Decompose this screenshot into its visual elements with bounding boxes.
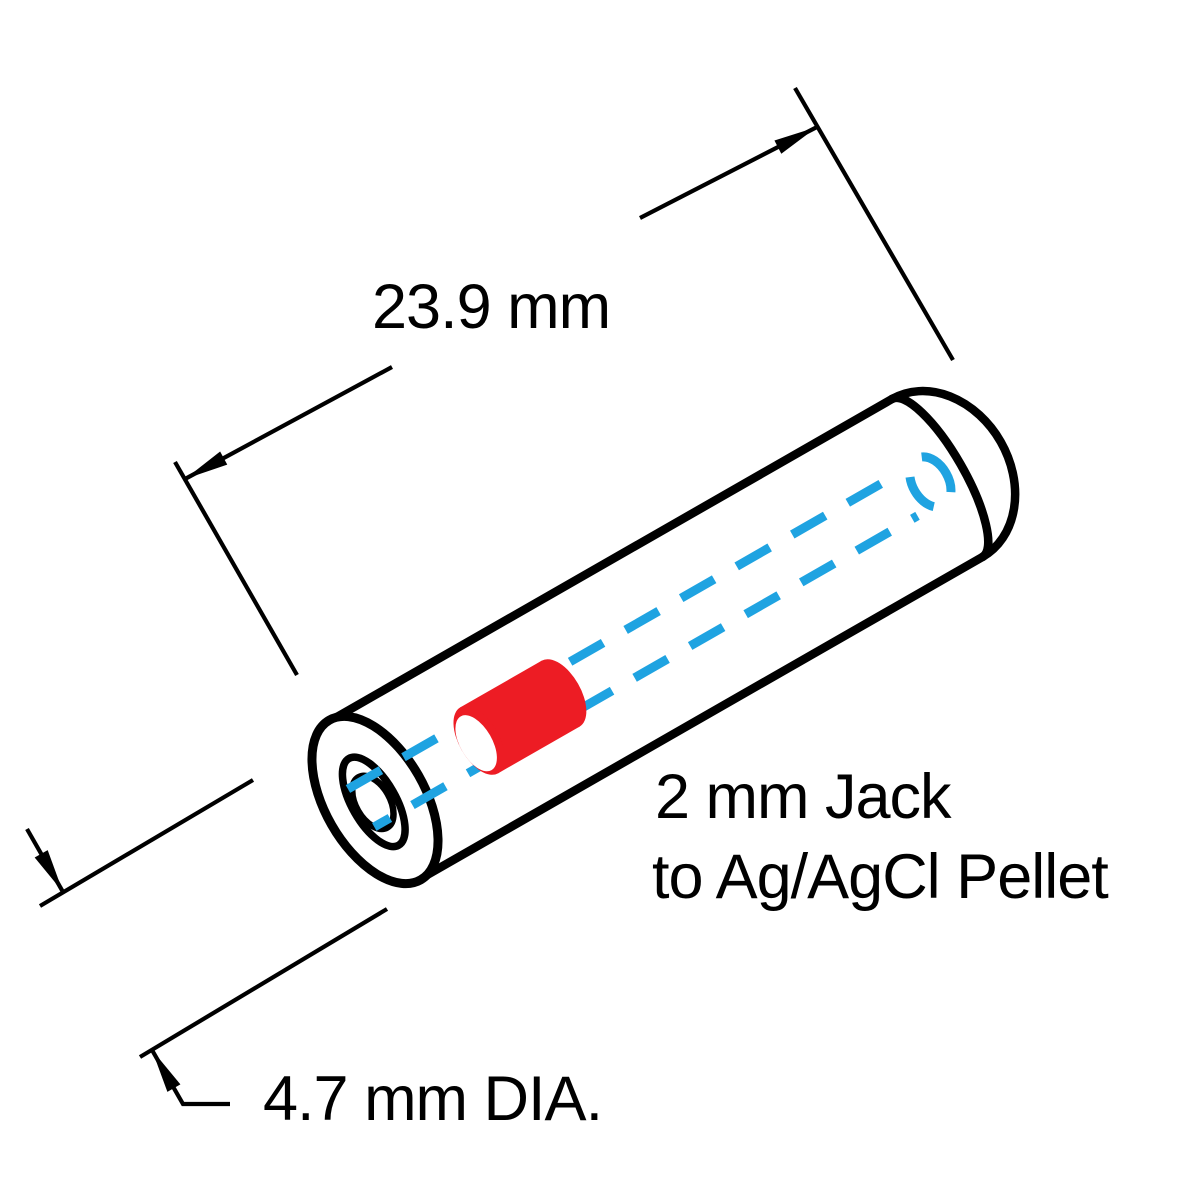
jack-callout-line2: to Ag/AgCl Pellet [652, 842, 1109, 912]
dimension-line-left-segment [184, 365, 393, 481]
bore-hidden-lines [345, 452, 956, 831]
dimension-line-right-segment [639, 125, 818, 220]
extension-line-lower-tangent [138, 907, 389, 1059]
bore-upper-dashed-line [345, 471, 897, 793]
extension-line-front [173, 460, 299, 677]
diameter-dimension: 4.7 mm DIA. [25, 778, 603, 1134]
jack-callout-line1: 2 mm Jack [655, 762, 952, 832]
pellet-well [455, 715, 497, 772]
pellet-far-cap [535, 659, 587, 729]
body-top-edge [325, 394, 897, 726]
bore-end-dashed-ellipse [905, 452, 956, 512]
diameter-leader [150, 1048, 230, 1107]
length-dimension: 23.9 mm [173, 86, 955, 677]
extension-line-upper-tangent [38, 778, 255, 908]
length-dimension-label: 23.9 mm [372, 272, 610, 342]
extension-line-end [793, 86, 955, 362]
diameter-arrow-upper [25, 827, 65, 894]
cylinder [307, 386, 1020, 889]
front-face-bore-ring [349, 772, 397, 833]
body-bottom-edge [415, 552, 987, 884]
agagcl-pellet [453, 659, 587, 775]
jack-callout: 2 mm Jack to Ag/AgCl Pellet [652, 762, 1110, 912]
bore-lower-dashed-line [372, 511, 920, 831]
diameter-dimension-label: 4.7 mm DIA. [263, 1064, 602, 1134]
